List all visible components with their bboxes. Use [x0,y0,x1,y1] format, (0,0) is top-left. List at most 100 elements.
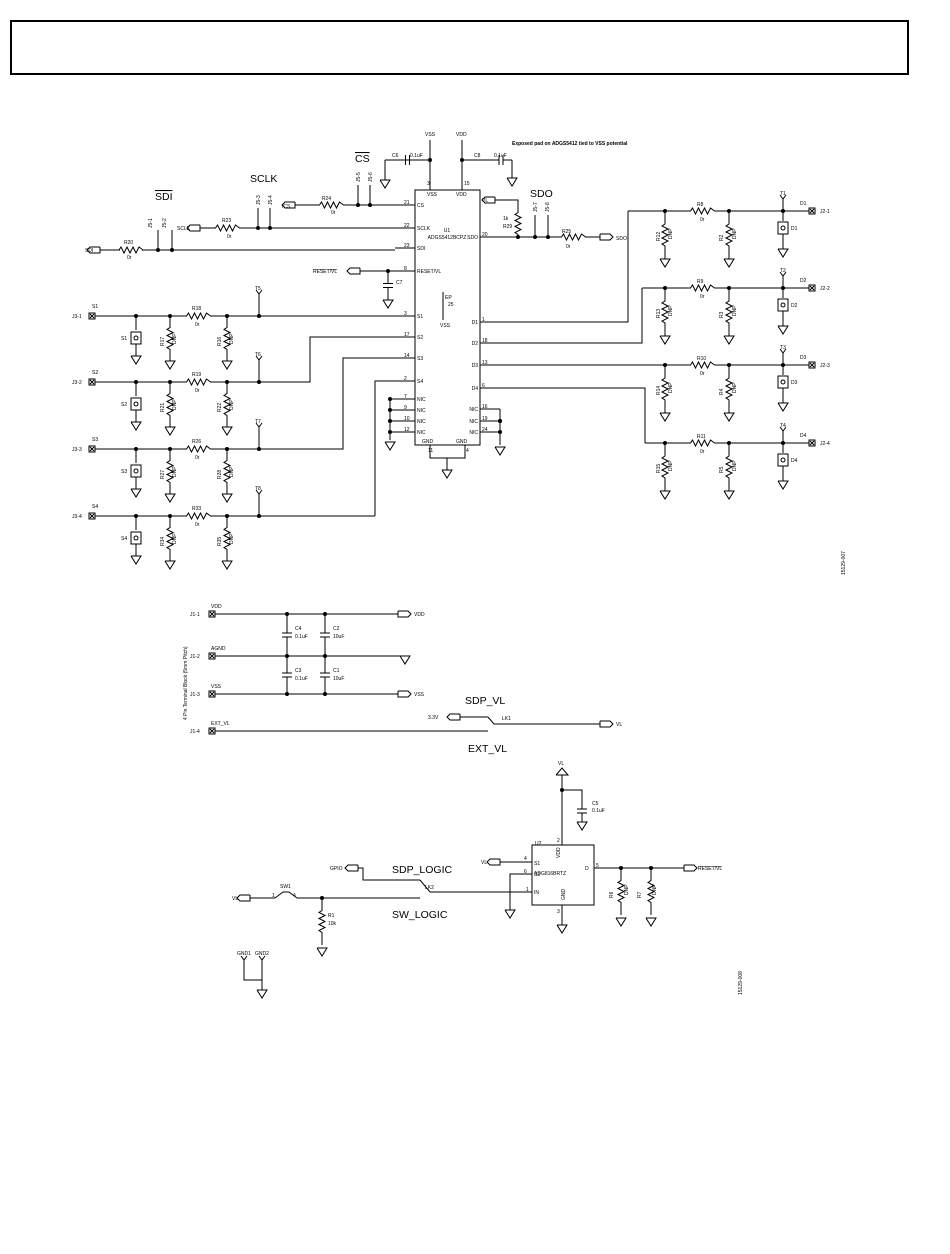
wire [509,873,532,910]
u1-pin-label: SCLK [417,226,431,232]
probe-ring [780,457,786,463]
u1-gnd-label: GND [422,439,434,445]
u1-pin-number: 17 [404,332,410,338]
lk1-label: LK1 [502,716,511,722]
u1-vdd-label: VDD [456,192,467,198]
net-flag [683,864,698,872]
dnp-label: DNP [229,399,235,410]
u2-part: ADG816BRTZ [534,871,566,877]
terminal-net-label: AGND [211,646,226,652]
terminal-net-label: VDD [211,604,222,610]
sclk-bus-label: SCLK [250,173,277,185]
vl-top-label: VL [558,761,564,767]
series-resistor-label: R9 [697,279,704,285]
resistor [724,443,734,491]
u1-pin-number: 16 [482,404,488,410]
resistor [616,868,626,915]
series-resistor-label: R26 [192,439,201,445]
r29-value: 1k [503,216,509,222]
dnp-label: DNP [668,382,674,393]
u1-pin-number: 8 [404,266,407,272]
sdo-bus-label: SDO [530,188,553,200]
gpio-wire [358,867,420,881]
resistor [165,516,175,561]
j5-label: J5-7 [533,202,539,212]
probe-ring [133,401,139,407]
resistor [317,898,327,945]
r20-value: 0r [127,255,132,261]
probe-socket [777,375,789,389]
u1-pin-label: D4 [472,386,479,392]
source-connector-label: J3-3 [72,447,82,453]
sdi-connector-label: SDI [85,248,93,254]
junction-dot [498,419,502,423]
ground-symbol [256,989,268,999]
shunt-resistor-label: R14 [656,386,662,395]
resistor [222,316,232,361]
ground-symbol [615,917,627,927]
ground-symbol [777,402,789,412]
u1-pin-number: 23 [404,243,410,249]
probe-ring [780,379,786,385]
net-flag [446,713,461,721]
dnp-label: DNP [668,305,674,316]
c6-label: C6 [392,153,399,159]
test-point [255,289,263,295]
jumper [419,879,431,893]
connector-mark [809,362,815,368]
resistor [660,443,670,491]
c1-value: 10uF [333,676,344,682]
test-point-label: T4 [780,423,786,429]
u1-pin-label: D1 [472,320,479,326]
ground-symbol [777,480,789,490]
u2-pin: 4 [524,856,527,862]
shunt-resistor-label: R28 [217,470,223,479]
series-resistor-label: R10 [697,356,706,362]
u1-pin-number: 6 [482,383,485,389]
shunt-resistor-label: R3 [719,311,725,318]
u1-pin-label: D2 [472,341,479,347]
s4-route [374,380,395,516]
u1-ref: U1 [444,228,451,234]
connector-mark [809,208,815,214]
u2-vl-label: VL [481,860,487,866]
u1-pin-number: 14 [404,353,410,359]
u1-pin-number: 3 [404,311,407,317]
c3-label: C3 [295,668,302,674]
vdd-flag-label: VDD [414,612,425,618]
dnp-label: DNP [652,884,658,895]
u1-pin-number: 10 [404,416,410,422]
drain-net-label: D4 [800,433,807,439]
resistor [690,283,715,293]
terminal-connector-label: J1-2 [190,654,200,660]
ground-symbol [221,493,233,503]
resistor [185,311,212,321]
c2-label: C2 [333,626,340,632]
dnp-label: DNP [172,466,178,477]
u1-pin-label: S2 [417,335,423,341]
j5-label: J5-6 [368,172,374,182]
ground-symbol [556,924,568,934]
probe-label: D2 [791,303,798,309]
resistor [690,360,715,370]
probe-label: S2 [121,402,127,408]
resistor [690,206,715,216]
ext-vl-label: EXT_VL [468,743,507,755]
dnp-label: DNP [732,460,738,471]
vl-arrow [555,767,570,776]
probe-socket [130,464,142,478]
drain-route [500,211,629,323]
net-flag [346,267,361,275]
terminal-net-label: EXT_VL [211,721,230,727]
probe-ring [780,225,786,231]
u2-pin: 2 [557,838,560,844]
c8-label: C8 [474,153,481,159]
terminal-connector-label: J1-3 [190,692,200,698]
shunt-resistor-label: R35 [217,537,223,546]
ground-symbol [723,490,735,500]
connector-mark [209,611,215,617]
lk2-label: LK2 [425,885,434,891]
ground-symbol [659,412,671,422]
ground-symbol [130,488,142,498]
ground-symbol [777,248,789,258]
